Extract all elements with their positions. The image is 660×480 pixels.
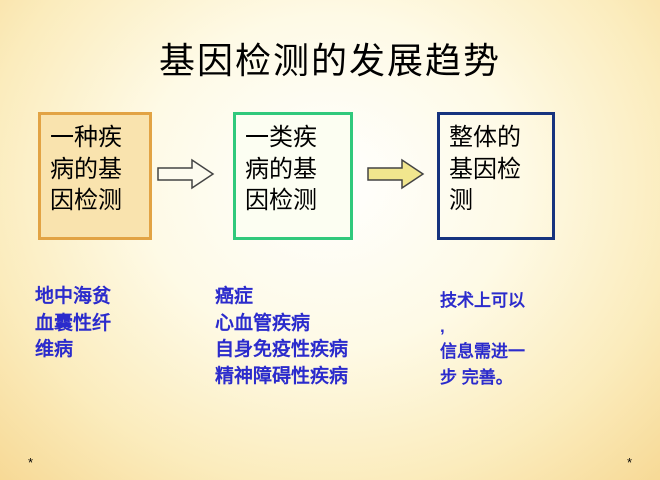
flow-box-single-disease: 一种疾 病的基 因检测: [38, 112, 152, 240]
footnote-mark-right: *: [626, 455, 632, 470]
right-arrow-icon: [367, 158, 425, 190]
flow-box-disease-class: 一类疾 病的基 因检测: [233, 112, 353, 240]
note-examples-single-disease: 地中海贫 血囊性纤 维病: [35, 286, 112, 361]
slide-title: 基因检测的发展趋势: [158, 41, 501, 81]
footnote-mark-left: *: [28, 455, 34, 470]
right-arrow-icon: [157, 158, 215, 190]
note-whole-genome-status: 技术上可以 , 信息需进一 步 完善。: [440, 291, 525, 387]
flow-box-whole-genome: 整体的 基因检 测: [437, 112, 555, 240]
note-examples-disease-class: 癌症 心血管疾病 自身免疫性疾病 精神障碍性疾病: [215, 286, 349, 387]
